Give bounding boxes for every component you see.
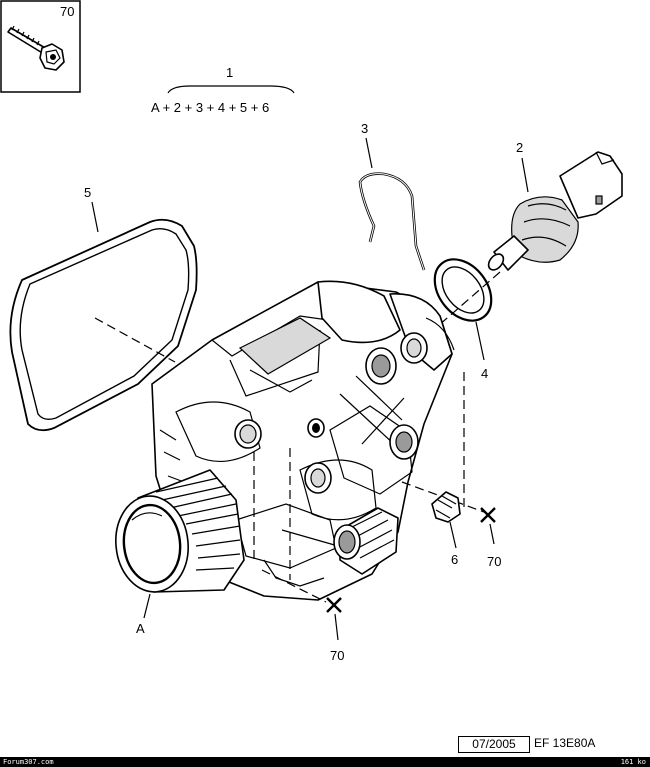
clip-part-3: 3 <box>358 121 426 271</box>
callout-5: 5 <box>84 185 91 200</box>
callout-2: 2 <box>516 140 523 155</box>
footer-bar: Forum307.com 161 ko <box>0 757 650 767</box>
assembly-formula: A + 2 + 3 + 4 + 5 + 6 <box>151 100 269 115</box>
bleed-screw-part-6: 6 <box>431 491 461 567</box>
sensor-part-2: 2 <box>487 140 623 271</box>
o-ring-part-4: 4 <box>433 258 493 381</box>
screw-marker-right: 70 <box>480 507 501 569</box>
callout-70-bottom: 70 <box>330 648 344 663</box>
inset-label: 70 <box>60 4 74 19</box>
footer-source: Forum307.com <box>3 758 54 766</box>
axis-fixing-bottom <box>261 569 327 603</box>
callout-4: 4 <box>481 366 488 381</box>
callout-6: 6 <box>451 552 458 567</box>
footer-file-size: 161 ko <box>620 758 646 766</box>
outlet-pipe <box>333 507 399 575</box>
assembly-number: 1 <box>226 65 233 80</box>
screw-marker-bottom: 70 <box>326 597 344 663</box>
screw-icon <box>7 25 65 71</box>
inlet-pipe: A <box>115 469 245 636</box>
reference-date: 07/2005 <box>458 736 530 753</box>
assembly-callout: 1 A + 2 + 3 + 4 + 5 + 6 <box>151 65 295 115</box>
callout-70-right: 70 <box>487 554 501 569</box>
callout-a: A <box>136 621 145 636</box>
housing-ports <box>234 332 428 494</box>
callout-3: 3 <box>361 121 368 136</box>
centerline-gasket <box>94 317 176 363</box>
reference-code: EF 13E80A <box>534 736 596 750</box>
gasket-part-5: 5 <box>9 185 198 432</box>
screw-inset: 70 <box>0 0 81 93</box>
